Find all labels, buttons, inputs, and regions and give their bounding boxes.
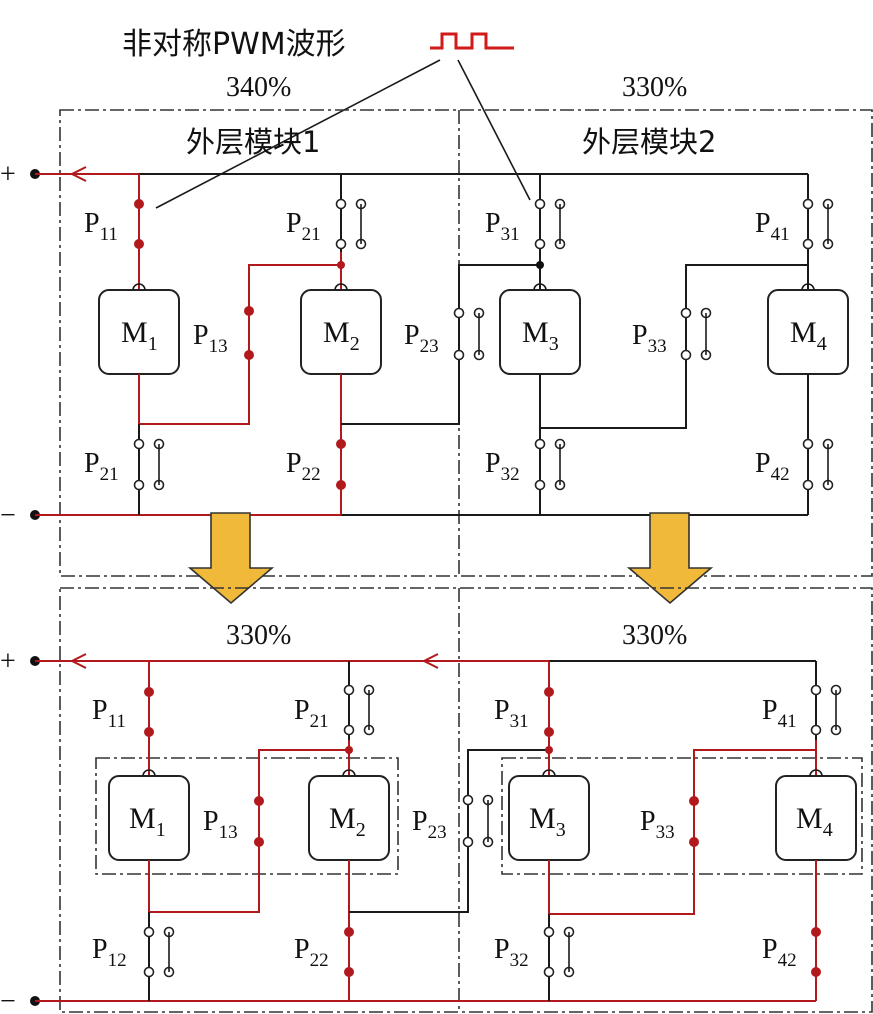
- inner-module-frame-right: [501, 757, 863, 875]
- bottom-p32-label: P32: [494, 934, 529, 971]
- bottom-p42-label: P42: [762, 934, 797, 971]
- m2-bottom-label: M2: [329, 802, 366, 841]
- bottom-p13-label: P13: [203, 806, 238, 843]
- m4-bottom-label: M4: [796, 802, 833, 841]
- top-p13-label: P13: [193, 320, 228, 357]
- bottom-p31-label: P31: [494, 695, 529, 732]
- m1-bottom-label: M1: [129, 802, 166, 841]
- transition-arrow-left: [187, 512, 275, 605]
- top-p32-label: P32: [485, 448, 520, 485]
- bottom-section: 330% 330% + −: [0, 587, 873, 1014]
- bottom-plus-terminal-label: +: [0, 646, 16, 677]
- bottom-percent-left: 330%: [226, 620, 291, 651]
- m4-label: M4: [790, 316, 827, 355]
- top-minus-terminal-label: −: [0, 500, 16, 531]
- module2-label: 外层模块2: [582, 125, 716, 159]
- pwm-leader-line-1: [155, 59, 441, 209]
- top-p33-label: P33: [632, 320, 667, 357]
- bottom-p33-label: P33: [640, 806, 675, 843]
- m1-label: M1: [121, 316, 158, 355]
- pwm-leader-line-2: [457, 59, 531, 201]
- top-p11-label: P11: [84, 208, 118, 245]
- m3-bottom-label: M3: [529, 802, 566, 841]
- bottom-p23-label: P23: [412, 806, 447, 843]
- bottom-p12-label: P12: [92, 934, 127, 971]
- inner-module-frame-left: [95, 757, 399, 875]
- top-current-arrow: [69, 166, 87, 182]
- m3-label: M3: [522, 316, 559, 355]
- p11-closed-contact: [134, 239, 144, 249]
- top-p23-label: P23: [404, 320, 439, 357]
- pwm-caption: 非对称PWM波形: [122, 27, 346, 62]
- bottom-percent-right: 330%: [622, 620, 687, 651]
- top-p22-label: P22: [286, 448, 321, 485]
- bottom-p41-label: P41: [762, 695, 797, 732]
- top-percent-right: 330%: [622, 72, 687, 103]
- pwm-waveform-icon: [430, 32, 514, 50]
- m2-label: M2: [323, 316, 360, 355]
- bottom-minus-terminal-label: −: [0, 986, 16, 1014]
- top-p42-label: P42: [755, 448, 790, 485]
- top-p21-label: P21: [286, 208, 321, 245]
- module1-label: 外层模块1: [186, 125, 320, 159]
- top-p31-label: P31: [485, 208, 520, 245]
- top-plus-terminal-label: +: [0, 159, 16, 190]
- top-p21-lower-label: P21: [84, 448, 119, 485]
- bottom-outer-frame: [59, 587, 873, 1013]
- top-outer-frame: [59, 109, 873, 577]
- top-section: 340% 330% 外层模块1 外层模块2 + −: [0, 72, 873, 577]
- p11-closed-contact: [134, 199, 144, 209]
- top-percent-left: 340%: [226, 72, 291, 103]
- bottom-p21-label: P21: [294, 695, 329, 732]
- transition-arrow-right: [626, 512, 714, 605]
- top-p41-label: P41: [755, 208, 790, 245]
- bottom-p11-label: P11: [92, 695, 126, 732]
- bottom-p22-label: P22: [294, 934, 329, 971]
